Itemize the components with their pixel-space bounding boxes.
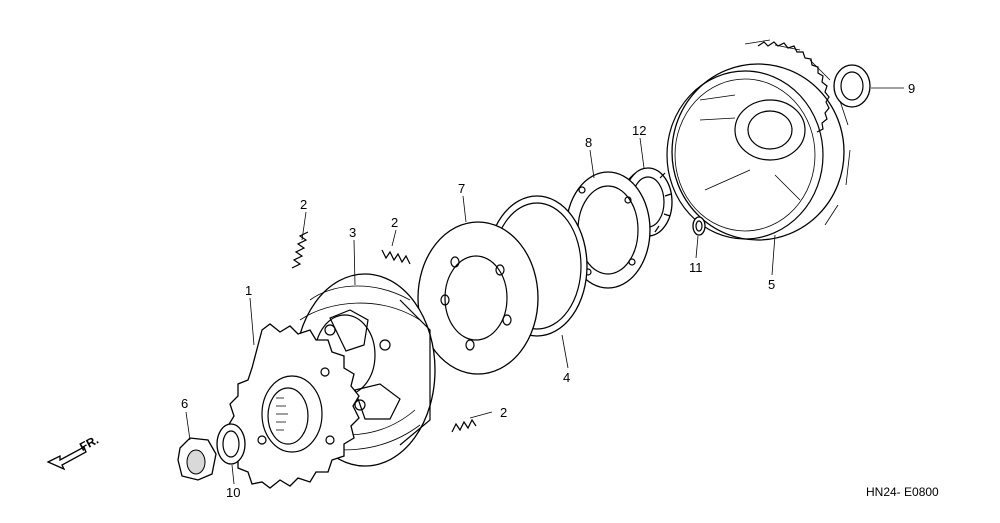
callout-2-bottom: 2 xyxy=(500,405,507,420)
callout-2-top-right: 2 xyxy=(391,215,398,230)
part-9-washer xyxy=(833,64,871,108)
part-6-lock-nut xyxy=(177,437,217,481)
part-7-drive-plate xyxy=(417,221,539,375)
callout-2-top-left: 2 xyxy=(300,197,307,212)
callout-12: 12 xyxy=(632,123,646,138)
callout-8: 8 xyxy=(585,135,592,150)
callout-6: 6 xyxy=(181,396,188,411)
part-2-spring-bottom xyxy=(451,418,477,433)
callout-10: 10 xyxy=(226,485,240,500)
part-10-washer xyxy=(216,423,246,465)
leader-lines xyxy=(185,87,904,485)
part-11-washer xyxy=(692,216,706,236)
part-2-spring-top-left xyxy=(291,231,309,269)
front-direction-arrow: FR. xyxy=(46,433,101,471)
callout-11: 11 xyxy=(689,260,703,275)
drawing-code: HN24- E0800 xyxy=(866,485,939,499)
part-5-clutch-outer xyxy=(666,39,851,241)
callout-1: 1 xyxy=(245,283,252,298)
callout-9: 9 xyxy=(908,81,915,96)
part-2-spring-top-right xyxy=(381,249,411,265)
callout-5: 5 xyxy=(768,277,775,292)
callout-3: 3 xyxy=(349,225,356,240)
callout-4: 4 xyxy=(563,370,570,385)
callout-7: 7 xyxy=(458,181,465,196)
